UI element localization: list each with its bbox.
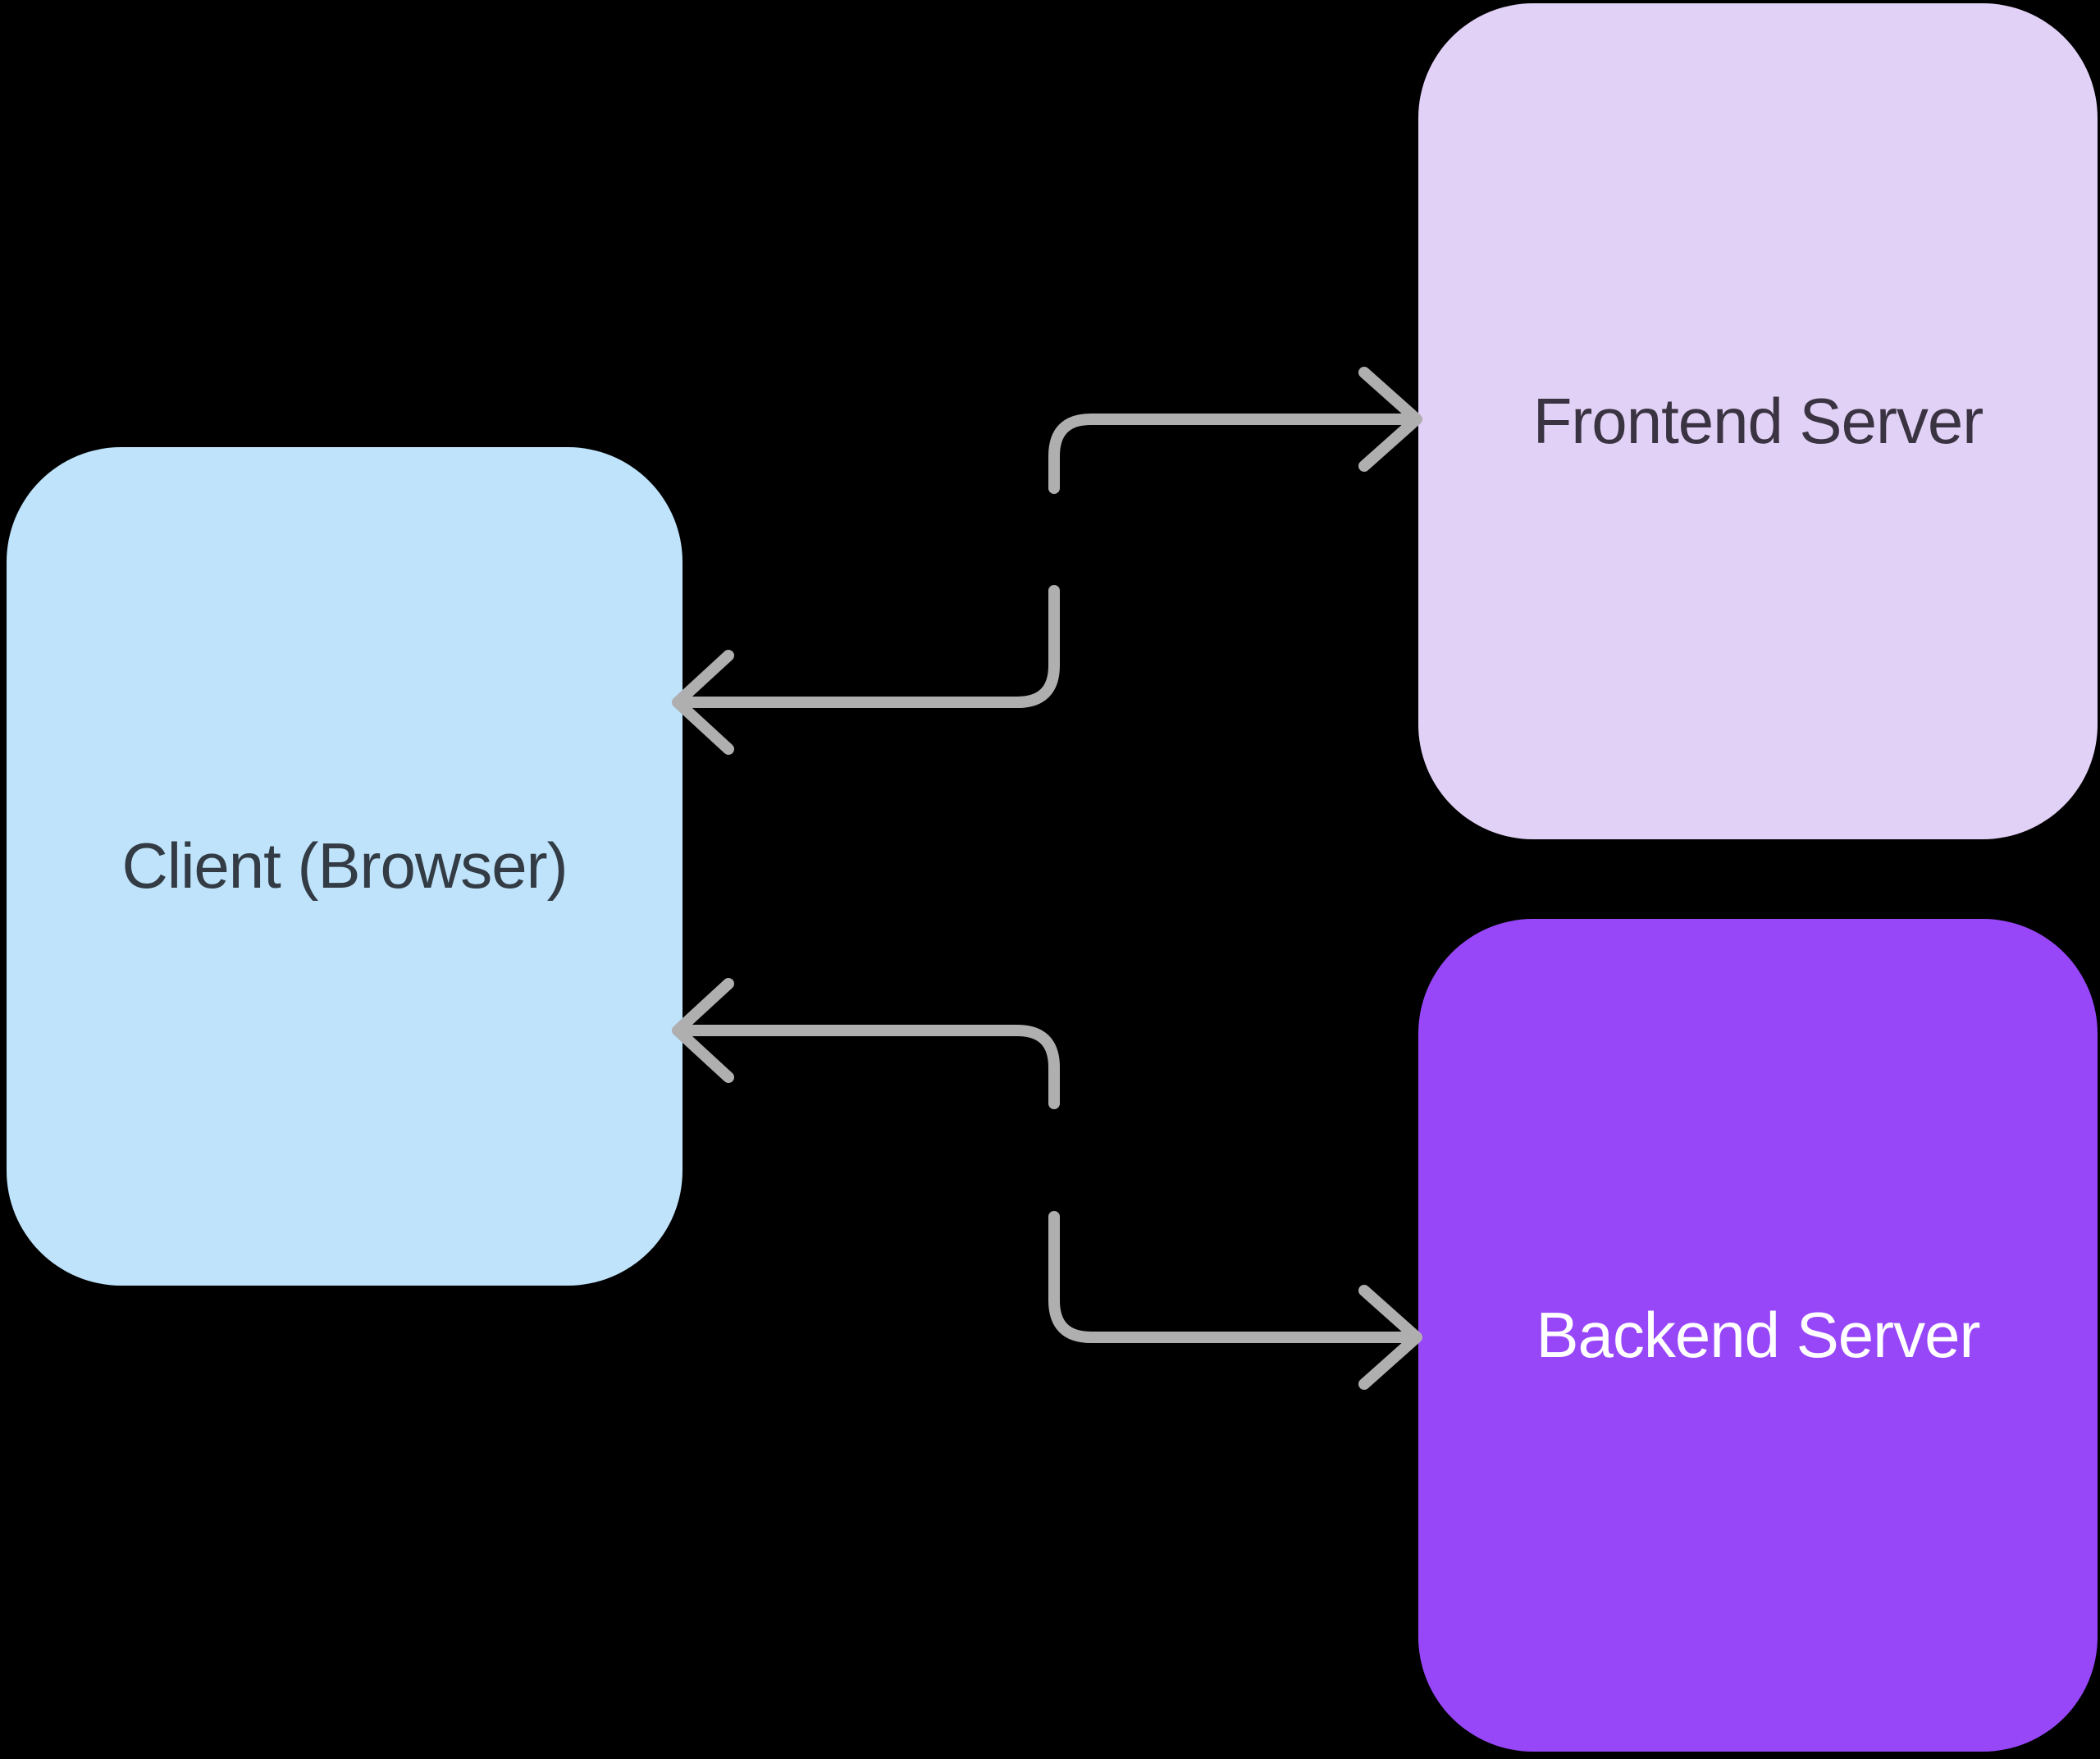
node-client-browser-label: Client (Browser) [121, 829, 568, 902]
arrow-backend-to-client-head-icon [672, 978, 734, 1083]
arrow-client-to-backend-head-icon [1358, 1285, 1422, 1390]
arrow-frontend-to-client-line [675, 585, 1060, 708]
arrow-client-to-backend [1048, 1211, 1422, 1390]
arrow-backend-to-client [672, 978, 1060, 1109]
node-backend-server: Backend Server [1418, 919, 2098, 1752]
arrow-client-to-frontend [1048, 367, 1422, 494]
arrow-client-to-frontend-head-icon [1358, 367, 1422, 472]
arrow-frontend-to-client [672, 585, 1060, 755]
arrow-client-to-frontend-line [1048, 413, 1421, 494]
node-frontend-server-label: Frontend Server [1532, 384, 1984, 457]
arrow-frontend-to-client-head-icon [672, 650, 734, 755]
node-backend-server-label: Backend Server [1536, 1298, 1981, 1371]
node-frontend-server: Frontend Server [1418, 3, 2098, 839]
node-client-browser: Client (Browser) [7, 447, 682, 1286]
arrow-backend-to-client-line [675, 1025, 1060, 1109]
arrow-client-to-backend-line [1048, 1211, 1421, 1343]
